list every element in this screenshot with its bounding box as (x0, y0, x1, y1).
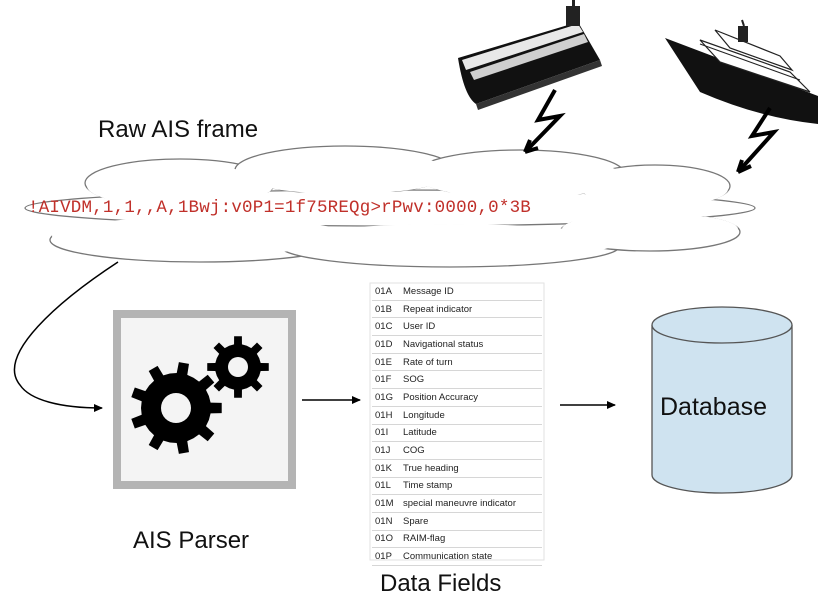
lightning-icon (736, 106, 780, 174)
data-fields-label: Data Fields (380, 570, 502, 597)
field-code: 01O (372, 530, 401, 549)
field-code: 01P (372, 547, 401, 566)
field-code: 01G (372, 388, 401, 407)
field-name: Position Accuracy (401, 388, 542, 407)
field-name: Time stamp (401, 477, 542, 496)
field-code: 01B (372, 300, 401, 319)
field-name: Repeat indicator (401, 300, 542, 319)
field-name: Communication state (401, 547, 542, 566)
ais-frame-text: !AIVDM,1,1,,A,1Bwj:v0P1=1f75REQg>rPwv:00… (28, 198, 531, 218)
field-code: 01I (372, 424, 401, 443)
field-name: Navigational status (401, 335, 542, 354)
field-name: RAIM-flag (401, 530, 542, 549)
raw-frame-label: Raw AIS frame (98, 116, 259, 143)
field-code: 01D (372, 335, 401, 354)
field-name: Message ID (401, 283, 542, 301)
field-code: 01N (372, 512, 401, 531)
field-code: 01J (372, 441, 401, 460)
field-name: Longitude (401, 406, 542, 425)
database-label: Database (660, 393, 768, 421)
field-code: 01H (372, 406, 401, 425)
field-code: 01M (372, 494, 401, 513)
field-code: 01A (372, 283, 401, 301)
field-code: 01L (372, 477, 401, 496)
field-code: 01C (372, 317, 401, 337)
lightning-icon (523, 89, 566, 154)
field-name: COG (401, 441, 542, 460)
field-code: 01F (372, 370, 401, 390)
field-code: 01K (372, 459, 401, 478)
arrow-icon (13, 261, 119, 412)
field-name: Latitude (401, 424, 542, 443)
field-name: special maneuvre indicator (401, 494, 542, 513)
cruise-ship-icon (665, 19, 818, 124)
field-name: Rate of turn (401, 353, 542, 372)
field-name: True heading (401, 459, 542, 478)
field-name: SOG (401, 370, 542, 390)
field-name: Spare (401, 512, 542, 531)
tanker-ship-icon (458, 0, 602, 110)
field-name: User ID (401, 317, 542, 337)
field-code: 01E (372, 353, 401, 372)
database-icon (651, 306, 793, 494)
parser-label: AIS Parser (133, 527, 250, 554)
gears-icon (113, 310, 296, 489)
